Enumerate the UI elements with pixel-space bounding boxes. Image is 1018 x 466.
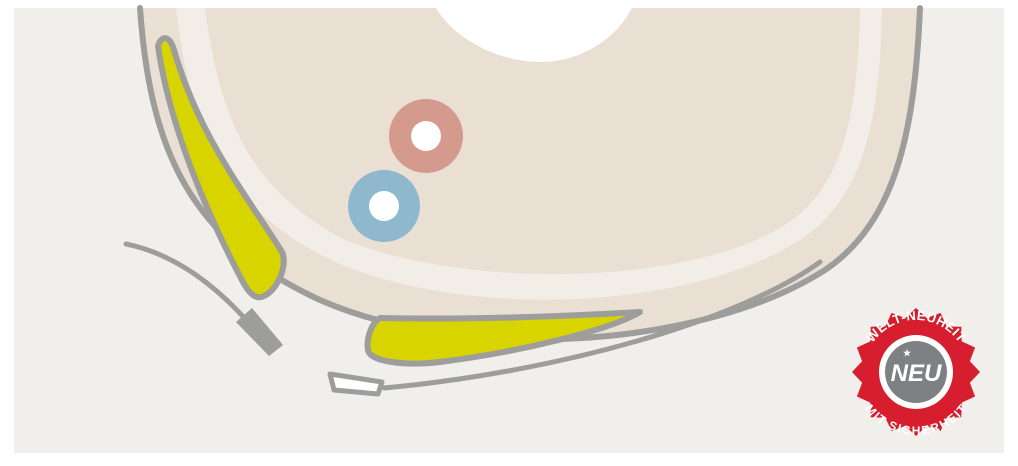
vein-lumen [369, 191, 399, 221]
artery-lumen [411, 121, 441, 151]
star-icon: ★ [903, 348, 912, 358]
badge-center-text: NEU [891, 360, 942, 387]
